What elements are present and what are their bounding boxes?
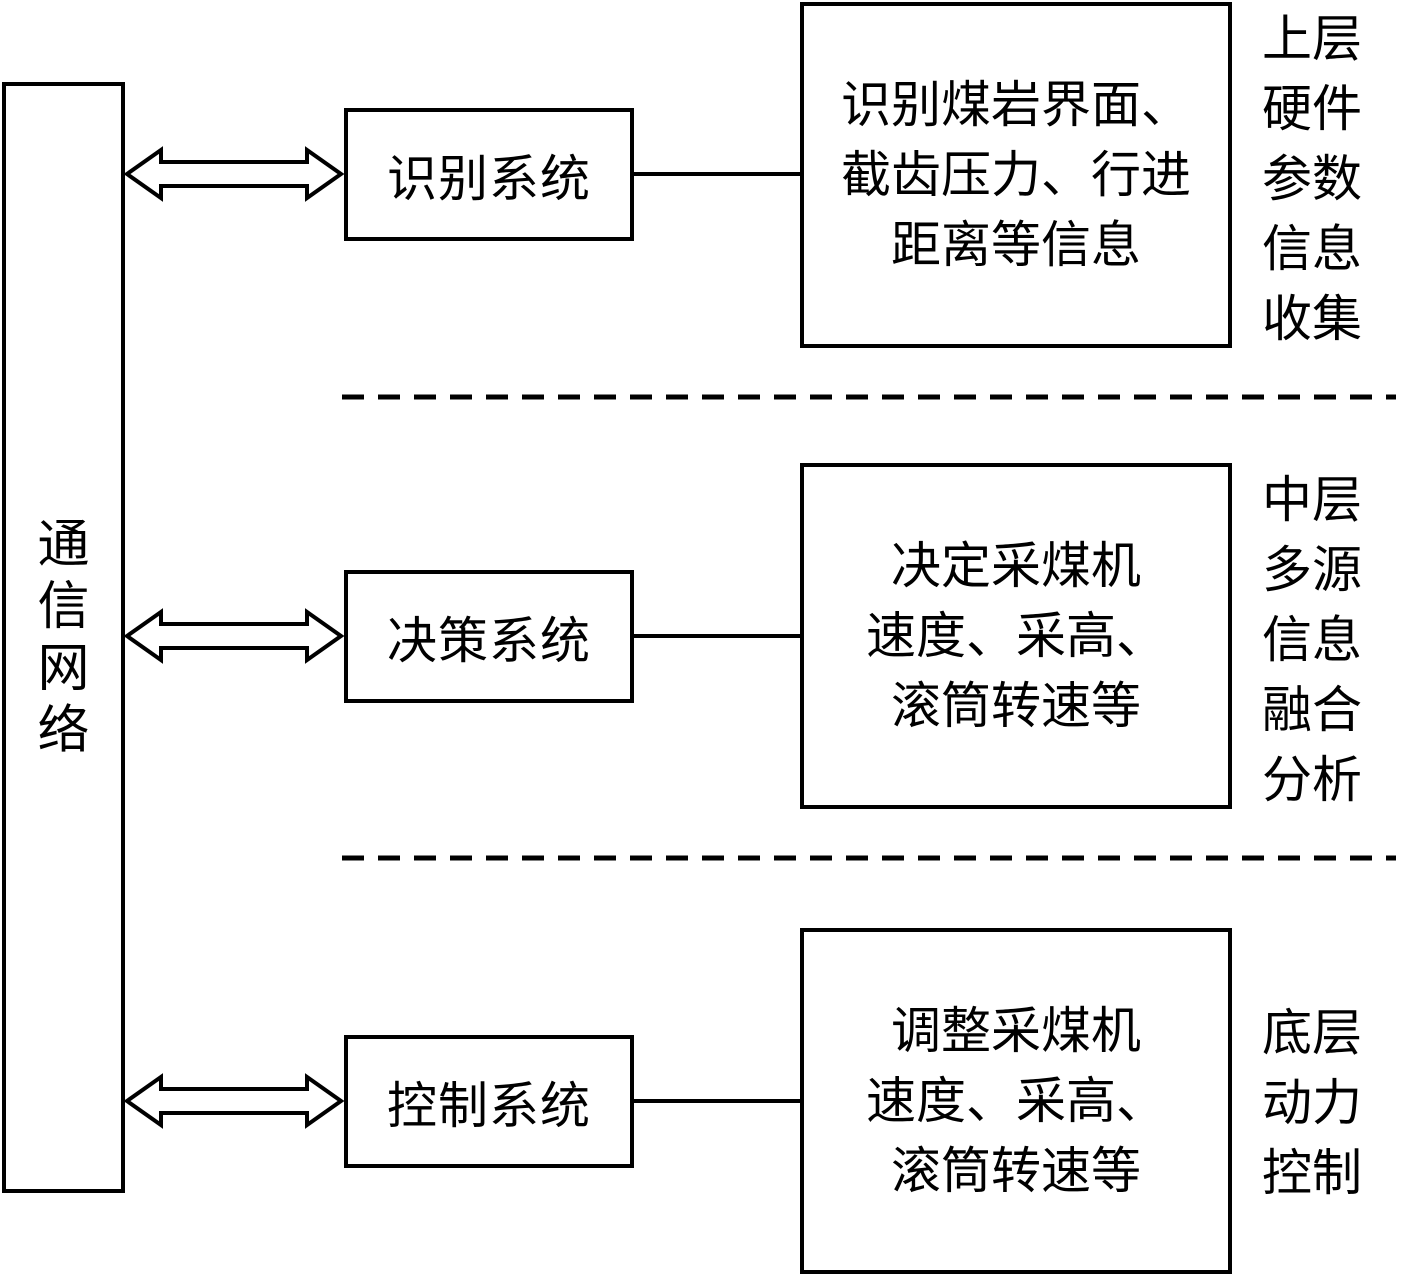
control-info-box: 调整采煤机 速度、采高、 滚筒转速等 — [800, 928, 1232, 1274]
double-arrow-3 — [123, 1073, 345, 1129]
communication-network-label: 通信网络 — [37, 514, 90, 761]
decision-info-line-3: 滚筒转速等 — [891, 677, 1141, 735]
double-arrow-1 — [123, 146, 345, 202]
decision-system-box: 决策系统 — [344, 570, 634, 703]
control-info-line-3: 滚筒转速等 — [891, 1142, 1141, 1200]
recognition-info-line-1: 识别煤岩界面、 — [841, 76, 1191, 134]
upper-layer-label: 上层硬件参数信息收集 — [1262, 10, 1362, 348]
decision-system-label: 决策系统 — [387, 611, 591, 670]
communication-network-box: 通信网络 — [2, 82, 125, 1193]
recognition-system-box: 识别系统 — [344, 108, 634, 241]
recognition-system-label: 识别系统 — [387, 149, 591, 208]
decision-info-box: 决定采煤机 速度、采高、 滚筒转速等 — [800, 463, 1232, 809]
recognition-info-line-2: 截齿压力、行进 — [841, 146, 1191, 204]
control-info-line-2: 速度、采高、 — [866, 1072, 1166, 1130]
double-arrow-2 — [123, 608, 345, 664]
decision-info-line-2: 速度、采高、 — [866, 607, 1166, 665]
recognition-info-box: 识别煤岩界面、 截齿压力、行进 距离等信息 — [800, 2, 1232, 348]
recognition-info-line-3: 距离等信息 — [891, 216, 1141, 274]
control-system-label: 控制系统 — [387, 1076, 591, 1135]
control-system-box: 控制系统 — [344, 1035, 634, 1168]
bottom-layer-label: 底层动力控制 — [1262, 1004, 1362, 1202]
control-info-line-1: 调整采煤机 — [891, 1002, 1141, 1060]
middle-layer-label: 中层多源信息融合分析 — [1262, 471, 1362, 809]
decision-info-line-1: 决定采煤机 — [891, 537, 1141, 595]
